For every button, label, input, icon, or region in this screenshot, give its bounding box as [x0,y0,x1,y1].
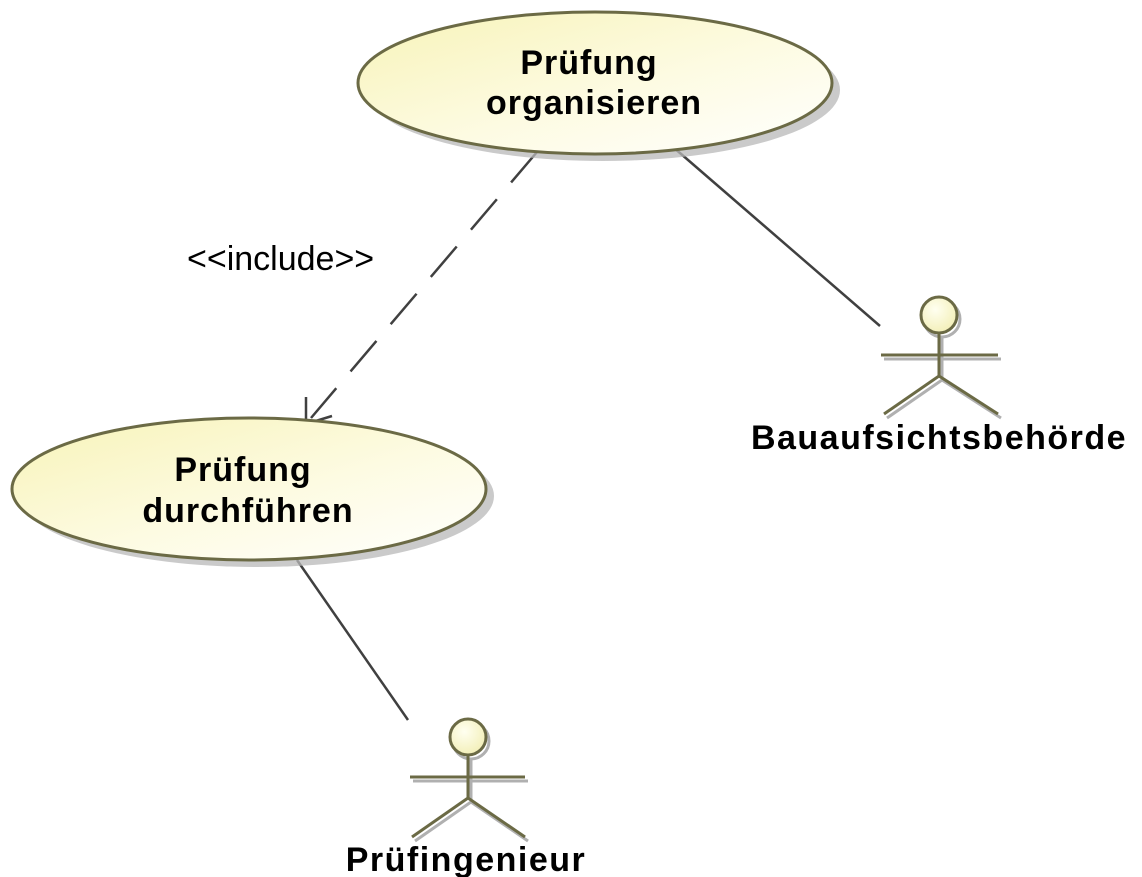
include-dependency[interactable] [304,151,538,426]
association-authority-line[interactable] [672,146,881,327]
actor-name: Prüfingenieur [346,841,587,877]
usecase-label-line2: organisieren [486,84,702,122]
usecase-label-line2: durchführen [142,492,353,530]
association-engineer-line[interactable] [295,559,410,721]
usecase-ellipse [356,10,834,156]
actor-bauaufsichtsbehoerde[interactable]: Bauaufsichtsbehörde [751,295,1127,457]
actor-head [919,295,959,335]
usecase-ellipse [10,416,488,562]
include-stereotype-label: <<include>> [187,240,374,278]
actor-pruefingenieur[interactable]: Prüfingenieur [346,717,587,877]
actor-name: Bauaufsichtsbehörde [751,419,1127,457]
actor-figure [410,755,526,839]
actor-head [448,717,488,757]
usecase-label-line1: Prüfung [520,44,657,82]
usecase-pruefung-durchfuehren[interactable]: Prüfung durchführen [10,416,494,567]
usecase-label-line1: Prüfung [174,451,311,489]
actor-figure [881,333,999,416]
usecase-pruefung-organisieren[interactable]: Prüfung organisieren [356,10,840,161]
